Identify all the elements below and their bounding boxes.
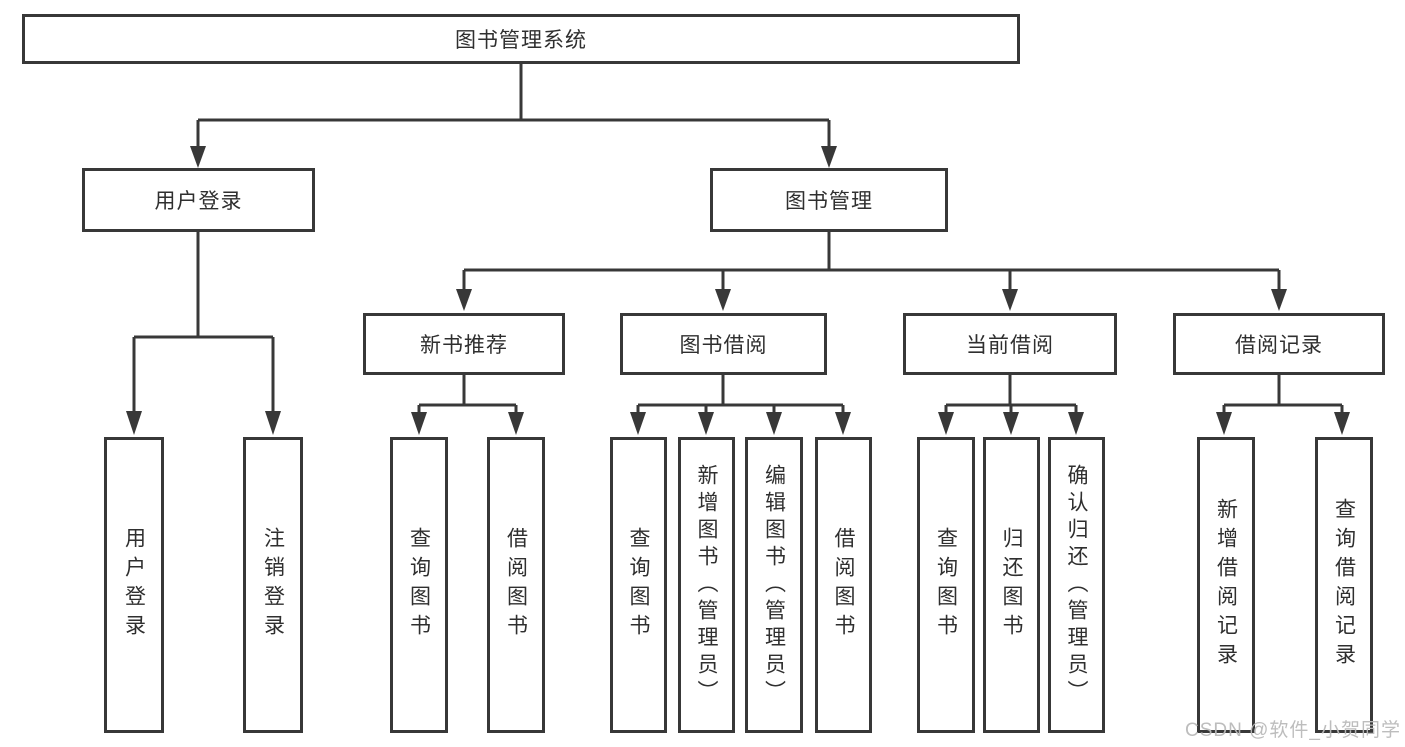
leaf-query-books-current: 查询图书: [917, 437, 975, 733]
node-borrow-records-label: 借阅记录: [1235, 334, 1323, 357]
leaf-logout-label: 注销登录: [261, 527, 285, 643]
leaf-edit-book-admin: 编辑图书（管理员）: [745, 437, 803, 733]
node-book-borrow: 图书借阅: [620, 313, 827, 375]
leaf-query-borrow-record-label: 查询借阅记录: [1332, 498, 1356, 672]
leaf-add-book-admin: 新增图书（管理员）: [678, 437, 735, 733]
edge-borrow-records-to-leaves: [1216, 375, 1350, 435]
edge-new-book-recommend-to-leaves: [411, 375, 524, 435]
leaf-return-books: 归还图书: [983, 437, 1040, 733]
edge-root-to-level2: [190, 64, 837, 168]
leaf-query-books-current-label: 查询图书: [934, 527, 958, 643]
node-root-system-label: 图书管理系统: [455, 29, 587, 52]
edge-user-login-to-leaves: [126, 232, 281, 435]
edge-book-borrow-to-leaves: [630, 375, 851, 435]
leaf-query-books-recommend-label: 查询图书: [407, 527, 431, 643]
leaf-borrow-books-label: 借阅图书: [832, 527, 855, 643]
edge-book-management-to-level3: [456, 232, 1287, 311]
node-user-login: 用户登录: [82, 168, 315, 232]
node-current-borrow: 当前借阅: [903, 313, 1117, 375]
leaf-borrow-books-recommend: 借阅图书: [487, 437, 545, 733]
leaf-query-books-borrow: 查询图书: [610, 437, 667, 733]
leaf-add-borrow-record-label: 新增借阅记录: [1214, 498, 1238, 672]
leaf-query-borrow-record: 查询借阅记录: [1315, 437, 1373, 733]
leaf-query-books-borrow-label: 查询图书: [627, 527, 650, 643]
csdn-watermark: CSDN @软件_小贺同学: [1185, 720, 1401, 741]
node-book-management-label: 图书管理: [785, 190, 873, 213]
leaf-user-login-label: 用户登录: [122, 527, 146, 643]
node-borrow-records: 借阅记录: [1173, 313, 1385, 375]
leaf-logout: 注销登录: [243, 437, 303, 733]
leaf-return-books-label: 归还图书: [1000, 527, 1023, 643]
node-book-management: 图书管理: [710, 168, 948, 232]
leaf-confirm-return-admin: 确认归还（管理员）: [1048, 437, 1105, 733]
leaf-query-books-recommend: 查询图书: [390, 437, 448, 733]
node-root-system: 图书管理系统: [22, 14, 1020, 64]
leaf-add-book-admin-label: 新增图书（管理员）: [695, 463, 718, 707]
node-book-borrow-label: 图书借阅: [679, 334, 768, 357]
edge-current-borrow-to-leaves: [938, 375, 1084, 435]
leaf-confirm-return-admin-label: 确认归还（管理员）: [1065, 463, 1088, 707]
leaf-edit-book-admin-label: 编辑图书（管理员）: [762, 463, 786, 707]
leaf-add-borrow-record: 新增借阅记录: [1197, 437, 1255, 733]
leaf-user-login: 用户登录: [104, 437, 164, 733]
node-new-book-recommend: 新书推荐: [363, 313, 565, 375]
leaf-borrow-books-recommend-label: 借阅图书: [504, 527, 528, 643]
node-new-book-recommend-label: 新书推荐: [420, 334, 508, 357]
leaf-borrow-books: 借阅图书: [815, 437, 872, 733]
node-user-login-label: 用户登录: [154, 190, 243, 213]
node-current-borrow-label: 当前借阅: [966, 334, 1054, 357]
